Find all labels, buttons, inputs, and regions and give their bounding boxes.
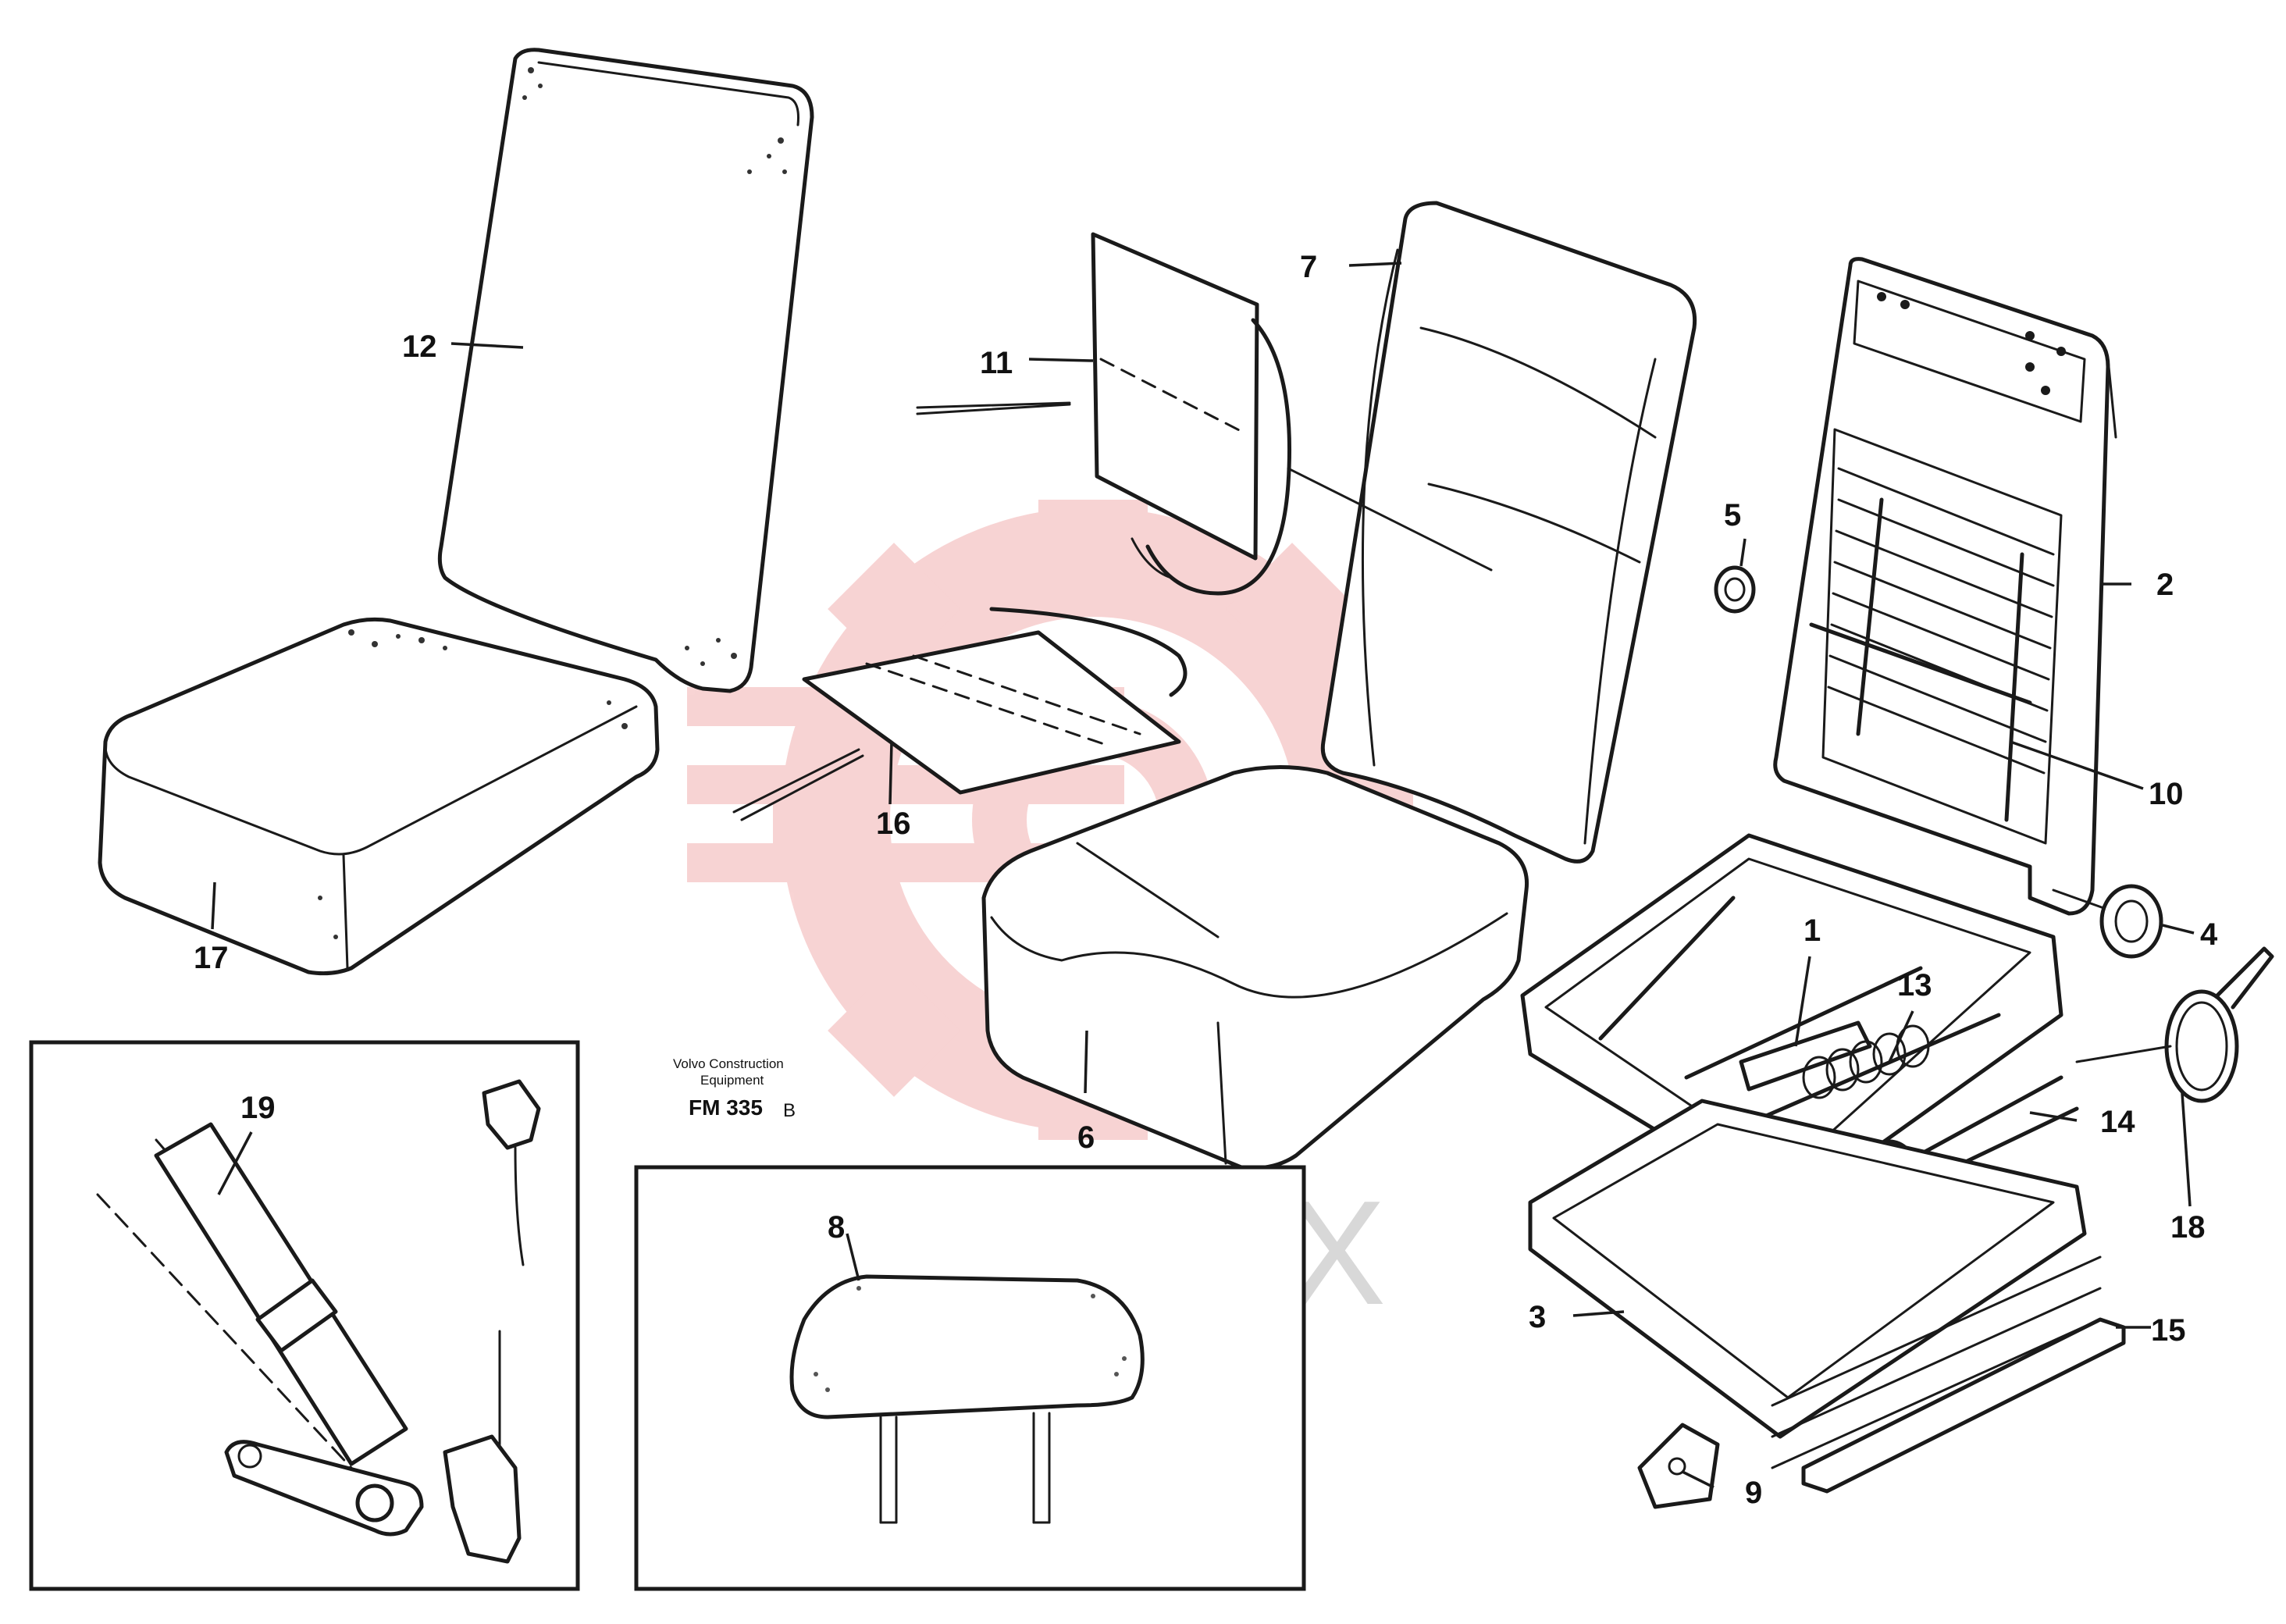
caption-code: FM 335 [689,1095,763,1120]
seat-cushion-17 [98,617,660,976]
callout-2: 2 [2156,568,2174,602]
caption-line1: Volvo Construction [673,1056,784,1071]
callout-18: 18 [2170,1210,2206,1245]
callout-11: 11 [980,346,1013,380]
callout-13: 13 [1897,968,1932,1003]
callout-labels: 1 2 3 4 5 6 7 8 9 10 11 12 13 14 15 16 1… [194,250,2218,1510]
inset-headrest [634,1165,1306,1591]
seat-cover-16 [732,607,1188,821]
backrest-foam-7 [1287,201,1697,864]
callout-8: 8 [828,1210,845,1245]
callout-9: 9 [1745,1476,1762,1510]
back-cover-11 [916,232,1291,596]
inset-seatbelt [29,1040,580,1591]
callout-16: 16 [876,807,911,841]
callout-7: 7 [1300,250,1317,284]
knob-4 [2052,884,2163,959]
base-3 [1528,1099,2102,1469]
callout-3: 3 [1529,1300,1546,1334]
rail-15 [1801,1317,2126,1494]
callout-12: 12 [402,329,437,364]
callout-19: 19 [240,1091,276,1125]
callout-4: 4 [2200,917,2218,952]
caption-line2: Equipment [700,1073,764,1088]
seat-frame-2 [1773,257,2117,916]
callout-14: 14 [2100,1105,2135,1139]
callout-5: 5 [1724,498,1741,532]
caption-revision: B [783,1100,796,1121]
leader-lines [211,262,2195,1489]
callout-17: 17 [194,941,229,975]
callout-10: 10 [2149,777,2184,811]
knob-5 [1714,565,1756,614]
callout-15: 15 [2151,1313,2186,1348]
callout-1: 1 [1804,914,1821,948]
callout-6: 6 [1077,1120,1095,1155]
strap-18 [2075,946,2274,1103]
seat-foam-6 [981,765,1529,1170]
bracket-9 [1637,1423,1720,1509]
figure-caption: Volvo Construction Equipment FM 335 B [673,1056,796,1121]
backrest-cushion-12 [437,48,814,693]
